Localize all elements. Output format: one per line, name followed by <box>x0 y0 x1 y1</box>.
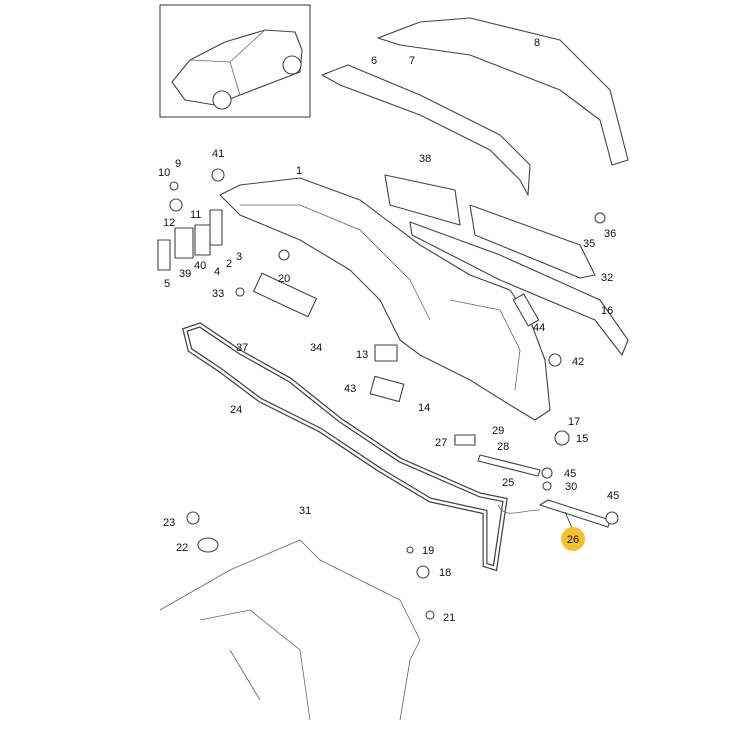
callout-label[interactable]: 15 <box>576 433 588 445</box>
callout-label[interactable]: 19 <box>422 545 434 557</box>
highlighted-callout[interactable]: 26 <box>561 511 585 551</box>
callout-label[interactable]: 1 <box>296 165 302 177</box>
callout-label[interactable]: 45 <box>564 468 576 480</box>
callout-label[interactable]: 18 <box>439 567 451 579</box>
callout-label[interactable]: 25 <box>502 477 514 489</box>
callout-label[interactable]: 5 <box>164 278 170 290</box>
callout-label[interactable]: 45 <box>607 490 619 502</box>
callout-label[interactable]: 42 <box>572 356 584 368</box>
callout-label[interactable]: 34 <box>310 342 322 354</box>
callout-label[interactable]: 40 <box>194 260 206 272</box>
callout-label[interactable]: 13 <box>356 349 368 361</box>
callouts: 8 6 7 9 41 1 10 38 12 11 36 35 32 39 40 … <box>158 37 619 624</box>
callout-label[interactable]: 28 <box>497 441 509 453</box>
tailgate-shell <box>219 177 551 421</box>
callout-label[interactable]: 2 <box>226 258 232 270</box>
callout-label[interactable]: 38 <box>419 153 431 165</box>
callout-label[interactable]: 17 <box>568 416 580 428</box>
callout-label[interactable]: 27 <box>435 437 447 449</box>
callout-label[interactable]: 37 <box>236 342 248 354</box>
vehicle-body-outline <box>159 539 421 721</box>
gas-strut-25 <box>477 454 541 477</box>
callout-label[interactable]: 16 <box>601 305 613 317</box>
handle-trim <box>469 204 596 279</box>
callout-label[interactable]: 4 <box>214 266 220 278</box>
callout-label[interactable]: 39 <box>179 268 191 280</box>
callout-label[interactable]: 32 <box>601 272 613 284</box>
callout-label[interactable]: 44 <box>533 322 545 334</box>
trim-strip <box>321 64 531 196</box>
highlighted-callout-label: 26 <box>567 534 579 546</box>
callout-label[interactable]: 8 <box>534 37 540 49</box>
callout-label[interactable]: 6 <box>371 55 377 67</box>
callout-label[interactable]: 12 <box>163 217 175 229</box>
gas-strut <box>539 499 611 528</box>
callout-label[interactable]: 36 <box>604 228 616 240</box>
lower-trim-strip <box>409 221 629 356</box>
vehicle-thumbnail <box>159 4 311 118</box>
callout-label[interactable]: 22 <box>176 542 188 554</box>
callout-label[interactable]: 14 <box>418 402 430 414</box>
callout-label[interactable]: 43 <box>344 383 356 395</box>
callout-label[interactable]: 30 <box>565 481 577 493</box>
callout-label[interactable]: 21 <box>443 612 455 624</box>
callout-label[interactable]: 3 <box>236 251 242 263</box>
callout-label[interactable]: 11 <box>190 209 201 221</box>
rear-spoiler <box>377 17 629 166</box>
callout-label[interactable]: 9 <box>175 158 181 170</box>
callout-label[interactable]: 24 <box>230 404 242 416</box>
callout-label[interactable]: 20 <box>278 273 290 285</box>
callout-label[interactable]: 23 <box>163 517 175 529</box>
callout-label[interactable]: 33 <box>212 288 224 300</box>
callout-label[interactable]: 35 <box>583 238 595 250</box>
callout-label[interactable]: 7 <box>409 55 415 67</box>
callout-label[interactable]: 31 <box>299 505 311 517</box>
callout-label[interactable]: 29 <box>492 425 504 437</box>
license-plate-bracket <box>384 174 461 226</box>
callout-label[interactable]: 41 <box>212 148 224 160</box>
callout-label[interactable]: 10 <box>158 167 170 179</box>
